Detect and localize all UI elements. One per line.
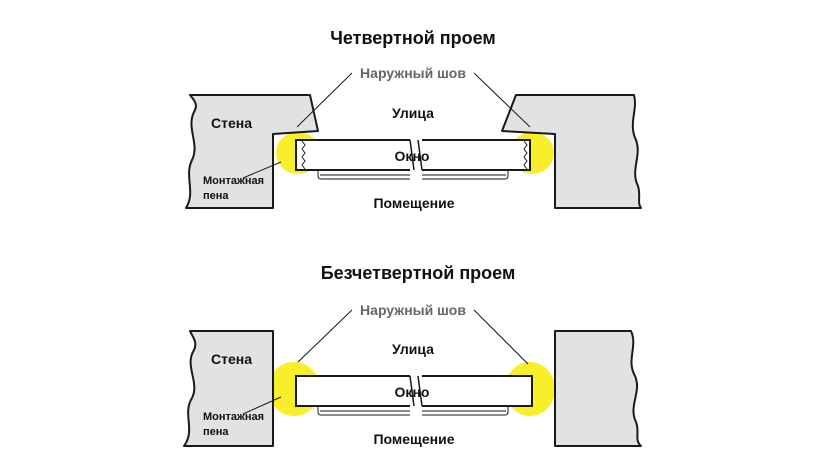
diagram-title: Четвертной проем <box>330 28 496 48</box>
wall-label: Стена <box>211 115 252 131</box>
window-frame <box>295 136 531 180</box>
room-label: Помещение <box>373 195 454 211</box>
no-quarter-opening-diagram: Безчетвертной проем Наружный шов Улица О… <box>183 263 642 447</box>
wall-left <box>185 94 319 209</box>
seam-leader-left <box>296 72 353 128</box>
seam-leader-left <box>297 309 353 363</box>
wall-left <box>183 330 274 447</box>
window-frame <box>295 372 533 416</box>
wall-label: Стена <box>211 351 252 367</box>
foam-leader <box>242 161 282 179</box>
street-label: Улица <box>392 341 434 357</box>
diagram-title: Безчетвертной проем <box>321 263 516 283</box>
outer-seam-label: Наружный шов <box>360 65 466 81</box>
foam-label-line2: пена <box>203 190 229 202</box>
quarter-opening-diagram: Четвертной проем Наружный шов <box>185 28 642 211</box>
outer-seam-label: Наружный шов <box>360 302 466 318</box>
wall-right <box>554 330 642 447</box>
foam-leader <box>242 396 282 415</box>
window-label: Окно <box>395 384 430 400</box>
foam-label-line1: Монтажная <box>203 411 264 423</box>
seam-leader-right <box>473 309 529 365</box>
foam-label-line1: Монтажная <box>203 175 264 187</box>
room-label: Помещение <box>373 431 454 447</box>
wall-right <box>501 94 642 209</box>
street-label: Улица <box>392 105 434 121</box>
foam-label-line2: пена <box>203 426 229 438</box>
window-label: Окно <box>395 148 430 164</box>
seam-leader-right <box>473 72 531 128</box>
